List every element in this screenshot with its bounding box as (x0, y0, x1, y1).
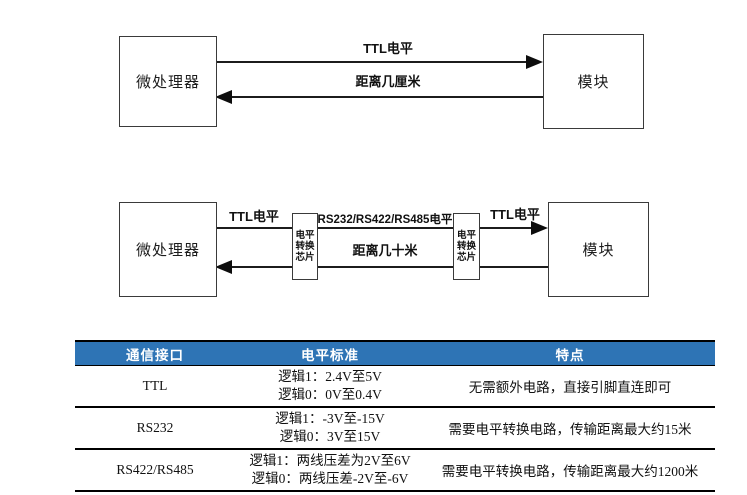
cell-feature: 无需额外电路，直接引脚直连即可 (425, 365, 715, 408)
diagram2-right-signal-label: TTL电平 (490, 207, 540, 222)
chip-left-line3: 芯片 (295, 252, 315, 263)
diagram2-return-line (231, 266, 548, 268)
logic1-value: 逻辑1：2.4V至5V (278, 369, 382, 384)
logic0-value: 逻辑0：两线压差-2V至-6V (251, 471, 409, 486)
diagram2-distance-label: 距离几十米 (352, 243, 418, 258)
diagram2-microprocessor-label: 微处理器 (135, 242, 200, 259)
diagram2-middle-signal-label: RS232/RS422/RS485电平 (317, 214, 453, 226)
diagram2-left-arrowhead-icon (215, 260, 232, 274)
diagram2-module-box: 模块 (548, 202, 649, 297)
diagram2-level-converter-chip-right: 电平 转换 芯片 (453, 213, 480, 280)
chip-left-line2: 转换 (295, 241, 315, 252)
diagram1-module-label: 模块 (577, 74, 610, 91)
diagram2-level-converter-chip-left: 电平 转换 芯片 (292, 213, 318, 280)
diagram1-right-arrowhead-icon (526, 55, 543, 69)
chip-right-line3: 芯片 (456, 252, 476, 263)
logic0-value: 逻辑0：3V至15V (279, 429, 381, 444)
diagram1-distance-label: 距离几厘米 (355, 74, 421, 89)
logic1-value: 逻辑1：-3V至-15V (275, 411, 385, 426)
interface-comparison-table: 通信接口 电平标准 特点 TTL 逻辑1：2.4V至5V 逻辑0：0V至0.4V… (75, 340, 715, 492)
cell-feature: 需要电平转换电路，传输距离最大约15米 (425, 407, 715, 450)
diagram2-left-signal-label: TTL电平 (229, 209, 279, 224)
chip-left-line1: 电平 (295, 230, 315, 241)
table-header-row: 通信接口 电平标准 特点 (75, 341, 715, 366)
cell-interface: RS232 (75, 407, 235, 450)
header-interface: 通信接口 (75, 341, 235, 366)
cell-standard: 逻辑1：2.4V至5V 逻辑0：0V至0.4V (235, 365, 425, 408)
cell-interface: TTL (75, 365, 235, 408)
diagram1-module-box: 模块 (543, 34, 644, 129)
diagram1-forward-line (215, 61, 529, 63)
diagram1-microprocessor-box: 微处理器 (119, 36, 217, 127)
table-row: TTL 逻辑1：2.4V至5V 逻辑0：0V至0.4V 无需额外电路，直接引脚直… (75, 365, 715, 408)
cell-interface: RS422/RS485 (116, 462, 194, 477)
diagram1-signal-label: TTL电平 (363, 41, 413, 56)
header-standard: 电平标准 (235, 341, 425, 366)
diagram1-return-line (231, 96, 543, 98)
cell-standard: 逻辑1：两线压差为2V至6V 逻辑0：两线压差-2V至-6V (235, 449, 425, 491)
diagram2-forward-line (215, 227, 533, 229)
diagram2-microprocessor-box: 微处理器 (119, 202, 217, 297)
header-feature: 特点 (425, 341, 715, 366)
chip-right-line1: 电平 (456, 230, 476, 241)
diagram1-microprocessor-label: 微处理器 (135, 74, 200, 91)
chip-right-line2: 转换 (456, 241, 476, 252)
diagram1-left-arrowhead-icon (215, 90, 232, 104)
diagram2-module-label: 模块 (582, 242, 615, 259)
cell-feature: 需要电平转换电路，传输距离最大约1200米 (441, 464, 699, 479)
table-row: RS422/RS485 逻辑1：两线压差为2V至6V 逻辑0：两线压差-2V至-… (75, 449, 715, 491)
logic1-value: 逻辑1：两线压差为2V至6V (249, 453, 411, 468)
diagram2-right-arrowhead-icon (531, 221, 548, 235)
logic0-value: 逻辑0：0V至0.4V (278, 387, 382, 402)
table-row: RS232 逻辑1：-3V至-15V 逻辑0：3V至15V 需要电平转换电路，传… (75, 407, 715, 450)
cell-standard: 逻辑1：-3V至-15V 逻辑0：3V至15V (235, 407, 425, 450)
